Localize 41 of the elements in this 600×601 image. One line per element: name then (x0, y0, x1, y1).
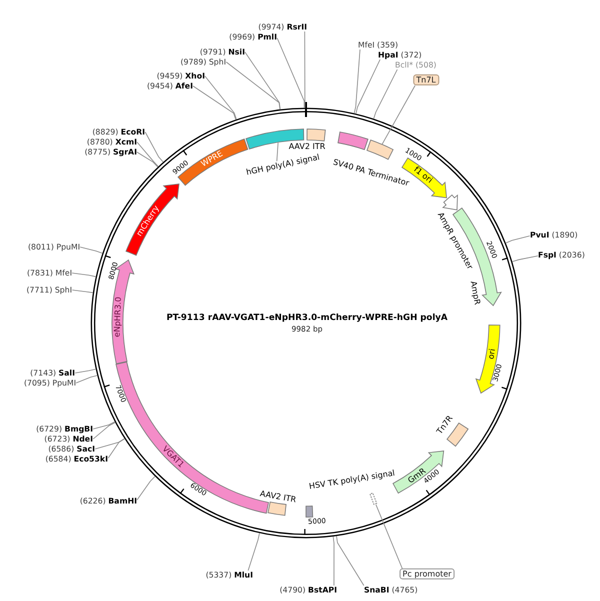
feature-label: AAV2 ITR (288, 142, 326, 152)
leader-line (332, 536, 334, 586)
leader-line (373, 69, 398, 120)
leader-line (204, 76, 237, 120)
leader-line (356, 59, 380, 114)
leader-line (136, 142, 159, 167)
leader-line (72, 290, 94, 294)
leader-line (382, 85, 416, 144)
feature-label: ori (486, 348, 498, 360)
leader-line (276, 38, 305, 108)
leader-line (74, 368, 96, 374)
feature-tag: Tn7L (413, 74, 439, 86)
leader-line (136, 476, 156, 500)
feature-label: AmpR (468, 280, 482, 306)
leader-line (244, 52, 281, 110)
leader-line (94, 438, 125, 450)
leader-line (226, 62, 280, 110)
leader-line (512, 256, 538, 262)
leader-line (336, 536, 364, 586)
leader-line (136, 152, 158, 168)
leader-line (304, 31, 306, 108)
leader-line (80, 246, 103, 254)
map-title: PT-9113 rAAV-VGAT1-eNpHR3.0-mCherry-WPRE-hGH polyA (166, 312, 448, 324)
feature-label: AAV2 ITR (259, 489, 297, 505)
leader-line (376, 504, 403, 569)
leader-line (72, 272, 96, 278)
leader-line (76, 375, 98, 384)
leader-line (92, 422, 116, 440)
feature-tag: Pc promoter (400, 568, 454, 580)
feature-label: hGH poly(A) signal (245, 152, 321, 178)
leader-line (248, 532, 260, 571)
leader-line (505, 236, 530, 244)
leader-line (144, 132, 164, 162)
feature-label: HSV TK poly(A) signal (308, 468, 396, 492)
leader-line (108, 438, 125, 458)
leader-line (92, 421, 116, 430)
leader-line (192, 86, 236, 120)
feature-label: eNpHR3.0 (112, 296, 124, 337)
feature-label: f1 ori (412, 164, 434, 186)
leader-line (354, 49, 360, 114)
leader-line (276, 142, 278, 162)
